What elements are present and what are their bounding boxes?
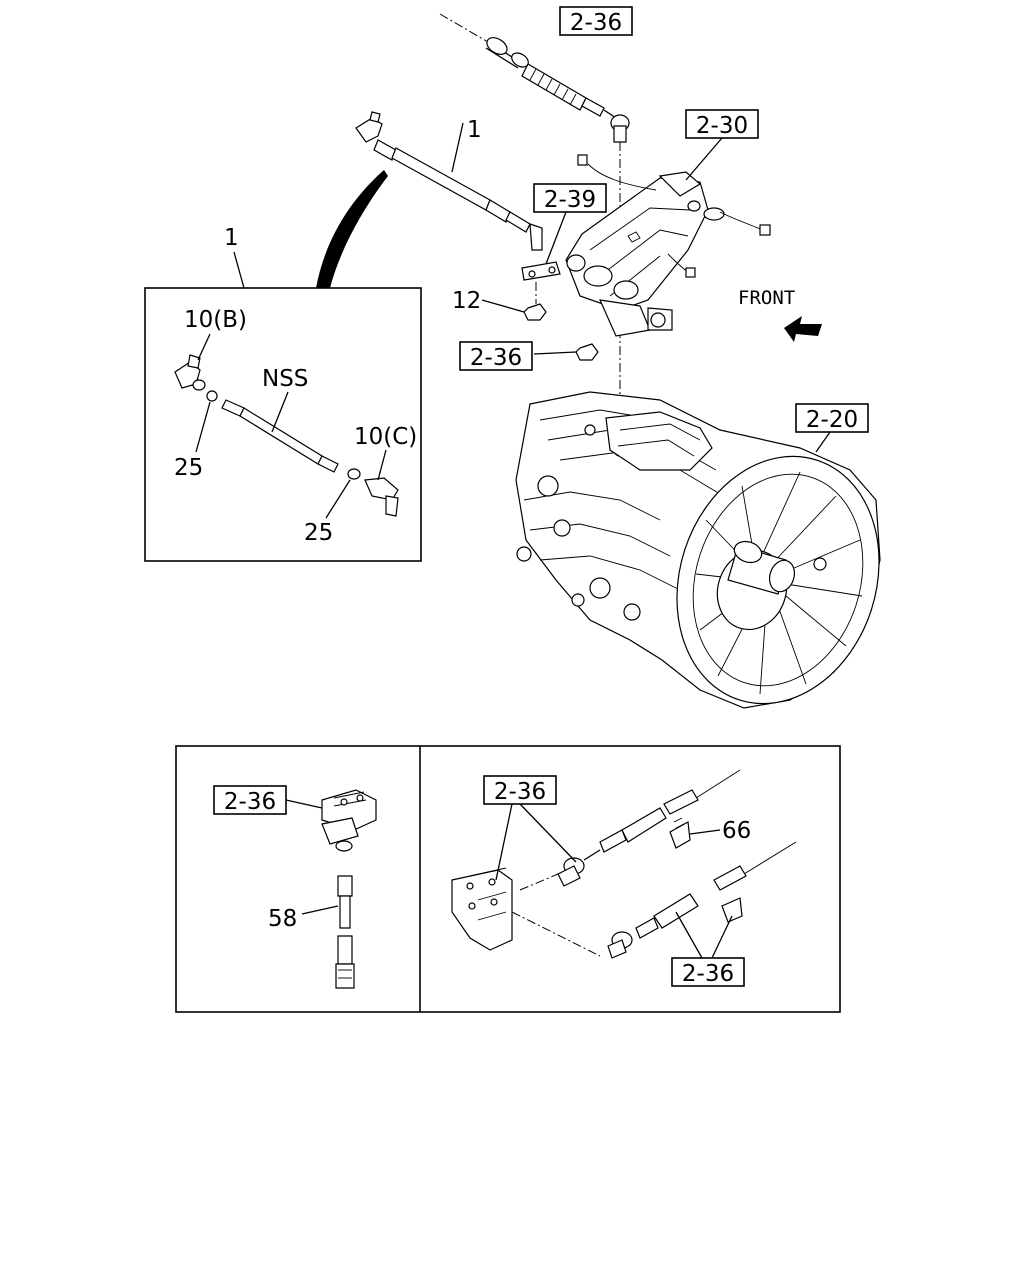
detail-left-rod: 58 [268,789,377,989]
ref-detail-left-text: 2-36 [224,789,276,815]
transmission-case [515,391,881,709]
ref-detail-right-bottom-text: 2-36 [682,961,734,987]
detail-right-cables: 66 [451,769,797,959]
shift-tower [521,154,771,337]
ref-lever-text: 2-39 [544,187,596,213]
front-indicator: FRONT [738,287,822,342]
callout-arrow [316,170,388,288]
detail-panels [175,745,841,1013]
ref-box-detail-right-bottom[interactable]: 2-36 [671,911,745,987]
nut-ref [533,343,599,361]
label-rod-main: 1 [467,117,482,143]
label-end-c: 10(C) [354,424,417,450]
ref-bracket-text: 2-30 [696,113,748,139]
inset-rod-assembly: 1 10(B) NSS 10(C) 25 25 [144,225,422,562]
label-nut-b: 25 [174,455,203,481]
nut-12: 12 [452,282,547,321]
label-end-b: 10(B) [184,307,247,333]
ref-box-detail-right-top[interactable]: 2-36 [483,775,577,881]
label-nss: NSS [262,366,308,392]
ref-box-detail-left[interactable]: 2-36 [213,785,323,815]
ref-cable-top-text: 2-36 [570,10,622,36]
ref-detail-right-top-text: 2-36 [494,779,546,805]
control-rod: 1 [355,111,543,251]
label-part-58: 58 [268,906,297,932]
ref-transmission-text: 2-20 [806,407,858,433]
ref-nut-text: 2-36 [470,345,522,371]
label-part-66: 66 [722,818,751,844]
ref-box-bracket[interactable]: 2-30 [685,109,759,181]
ref-box-transmission[interactable]: 2-20 [795,403,869,453]
label-inset-title: 1 [224,225,239,251]
ref-box-nut[interactable]: 2-36 [459,341,533,371]
ref-box-cable-top[interactable]: 2-36 [559,6,633,36]
ref-box-lever[interactable]: 2-39 [533,183,607,265]
label-nut-12: 12 [452,288,481,314]
label-nut-c: 25 [304,520,333,546]
label-front: FRONT [738,287,795,309]
